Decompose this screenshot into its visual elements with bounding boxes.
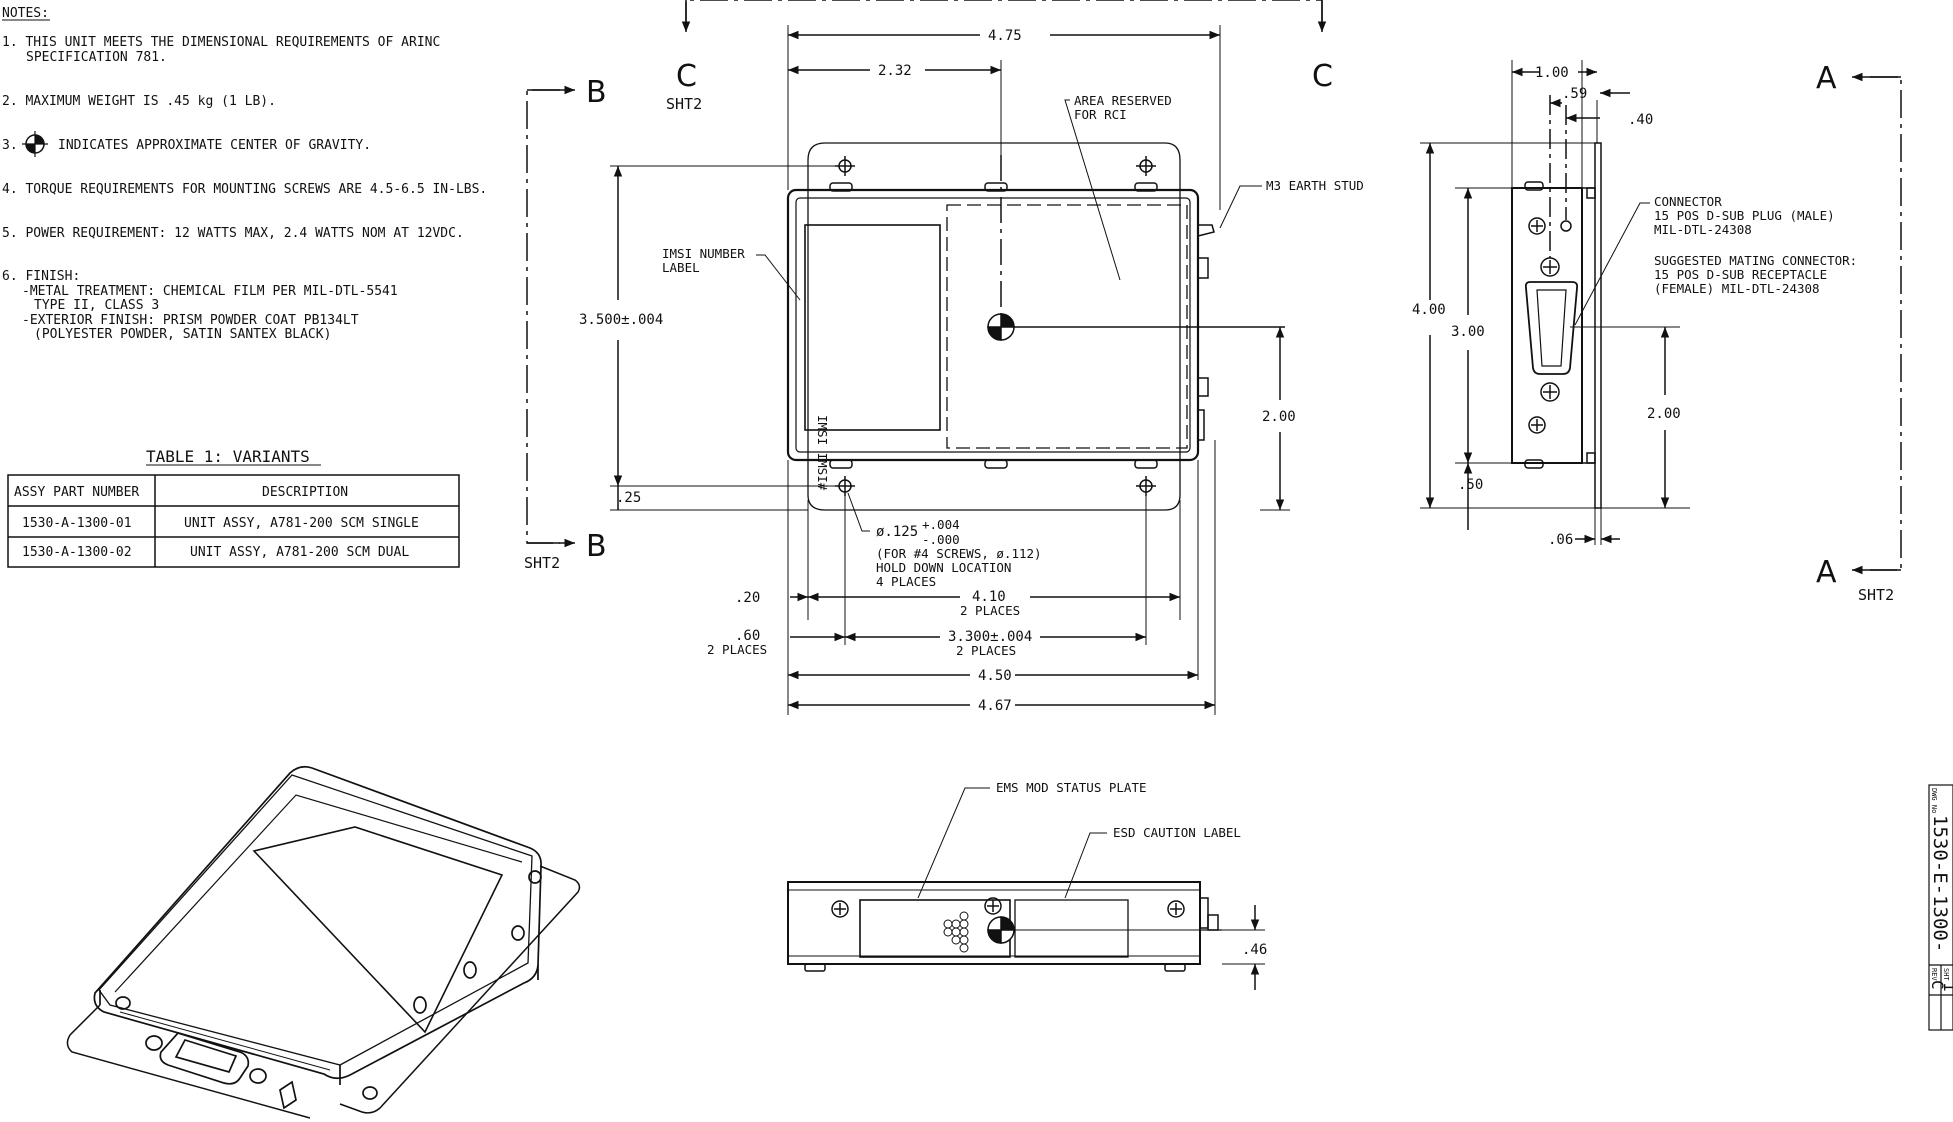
callout-mating-1: SUGGESTED MATING CONNECTOR: xyxy=(1654,253,1857,268)
dwg-label: DWG No xyxy=(1930,788,1938,813)
note-4: 4. TORQUE REQUIREMENTS FOR MOUNTING SCRE… xyxy=(2,182,487,197)
drawing-number: 1530-E-1300- xyxy=(1929,815,1951,952)
variants-table: TABLE 1: VARIANTS ASSY PART NUMBER DESCR… xyxy=(7,447,460,568)
callout-mating-3: (FEMALE) MIL-DTL-24308 xyxy=(1654,281,1820,296)
dim-025: .25 xyxy=(616,490,641,506)
dim-450: 4.50 xyxy=(978,668,1012,684)
table-row-2-part: 1530-A-1300-02 xyxy=(22,545,132,560)
section-b-top: B xyxy=(586,75,607,110)
callout-connector-2: 15 POS D-SUB PLUG (MALE) xyxy=(1654,208,1835,223)
table-row-1-part: 1530-A-1300-01 xyxy=(22,516,132,531)
note-2: 2. MAXIMUM WEIGHT IS .45 kg (1 LB). xyxy=(2,94,276,109)
section-b-sheet: SHT2 xyxy=(524,554,560,572)
center-of-gravity-icon xyxy=(987,313,1015,341)
isometric-connector-icon xyxy=(145,1032,267,1085)
dim-410: 4.10 xyxy=(972,589,1006,605)
revision: C xyxy=(1928,980,1947,990)
dim-059: .59 xyxy=(1562,86,1587,102)
note-1: 1. THIS UNIT MEETS THE DIMENSIONAL REQUI… xyxy=(2,35,440,50)
dim-3300-note: 2 PLACES xyxy=(956,643,1016,658)
section-a-top: A xyxy=(1816,61,1837,96)
callout-ems-plate: EMS MOD STATUS PLATE xyxy=(996,780,1147,795)
top-view: 4.75 2.32 3.500±.004 2.00 .25 .20 .60 2 … xyxy=(579,25,1364,715)
section-c-marker: C C SHT2 xyxy=(666,0,1333,113)
section-c-right: C xyxy=(1312,59,1333,94)
d-sub-connector-icon xyxy=(1524,281,1579,375)
section-b-bottom: B xyxy=(586,529,607,564)
dim-232: 2.32 xyxy=(878,63,912,79)
callout-hole-note-3: 4 PLACES xyxy=(876,574,936,589)
note-1b: SPECIFICATION 781. xyxy=(26,50,167,65)
section-c-left: C xyxy=(676,59,697,94)
title-block: DWG No 1530-E-1300- REV C SHT 1 xyxy=(1928,784,1953,1031)
section-a-bottom: A xyxy=(1816,555,1837,590)
screw-icon xyxy=(1528,217,1572,434)
cg-symbol-icon xyxy=(22,131,48,157)
dim-020: .20 xyxy=(735,590,760,606)
callout-hole-tol-minus: -.000 xyxy=(922,532,960,547)
dim-046: .46 xyxy=(1242,942,1267,958)
screw-icon xyxy=(831,897,1185,918)
note-6b: TYPE II, CLASS 3 xyxy=(34,298,159,313)
note-6a: -METAL TREATMENT: CHEMICAL FILM PER MIL-… xyxy=(22,284,398,299)
table-row-2-desc: UNIT ASSY, A781-200 SCM DUAL xyxy=(190,545,409,560)
mod-status-dots-icon xyxy=(943,911,969,953)
table-header-desc: DESCRIPTION xyxy=(262,485,348,500)
sht-label: SHT xyxy=(1942,968,1950,981)
dim-3500: 3.500±.004 xyxy=(579,312,663,328)
notes-block: NOTES: 1. THIS UNIT MEETS THE DIMENSIONA… xyxy=(2,6,487,342)
rev-label: REV xyxy=(1930,968,1938,981)
dim-060: .60 xyxy=(735,628,760,644)
section-a-sheet: SHT2 xyxy=(1858,586,1894,604)
note-6: 6. FINISH: xyxy=(2,269,80,284)
dim-200-side: 2.00 xyxy=(1647,406,1681,422)
dim-475: 4.75 xyxy=(988,28,1022,44)
dim-050: .50 xyxy=(1458,477,1483,493)
dim-467: 4.67 xyxy=(978,698,1012,714)
callout-hole-note-1: (FOR #4 SCREWS, ø.112) xyxy=(876,546,1042,561)
callout-esd-label: ESD CAUTION LABEL xyxy=(1113,825,1241,840)
table-row-1-desc: UNIT ASSY, A781-200 SCM SINGLE xyxy=(184,516,419,531)
callout-imsi-2: LABEL xyxy=(662,260,700,275)
dim-200-top: 2.00 xyxy=(1262,409,1296,425)
sheet-number: 1 xyxy=(1940,982,1953,992)
center-of-gravity-icon xyxy=(987,916,1015,944)
isometric-view xyxy=(66,765,581,1119)
dim-006: .06 xyxy=(1548,532,1573,548)
dim-3300: 3.300±.004 xyxy=(948,629,1032,645)
dim-060-note: 2 PLACES xyxy=(707,642,767,657)
section-c-sheet: SHT2 xyxy=(666,95,702,113)
note-5: 5. POWER REQUIREMENT: 12 WATTS MAX, 2.4 … xyxy=(2,226,464,241)
callout-earth-stud: M3 EARTH STUD xyxy=(1266,178,1364,193)
callout-mating-2: 15 POS D-SUB RECEPTACLE xyxy=(1654,267,1827,282)
note-3-prefix: 3. xyxy=(2,138,18,153)
notes-heading: NOTES: xyxy=(2,6,49,21)
section-a-marker: A A SHT2 xyxy=(1816,61,1902,604)
front-view: EMS MOD STATUS PLATE ESD CAUTION LABEL .… xyxy=(787,780,1267,990)
dim-300: 3.00 xyxy=(1451,324,1485,340)
table-title: TABLE 1: VARIANTS xyxy=(146,447,310,466)
callout-hole-note-2: HOLD DOWN LOCATION xyxy=(876,560,1011,575)
note-3: INDICATES APPROXIMATE CENTER OF GRAVITY. xyxy=(58,138,371,153)
callout-imsi-1: IMSI NUMBER xyxy=(662,246,745,261)
callout-area-reserved-1: AREA RESERVED xyxy=(1074,93,1172,108)
section-b-marker: B B SHT2 xyxy=(524,75,607,572)
side-view: 1.00 .59 .40 4.00 3.00 2.00 .50 .06 CONN… xyxy=(1412,60,1857,548)
callout-connector-1: CONNECTOR xyxy=(1654,194,1722,209)
note-6d: (POLYESTER POWDER, SATIN SANTEX BLACK) xyxy=(34,327,331,342)
callout-hole-tol-plus: +.004 xyxy=(922,517,960,532)
table-header-part: ASSY PART NUMBER xyxy=(14,485,139,500)
imsi-label-text: IMSI IMSI# xyxy=(815,415,830,491)
dim-040: .40 xyxy=(1628,112,1653,128)
note-6c: -EXTERIOR FINISH: PRISM POWDER COAT PB13… xyxy=(22,313,359,328)
callout-area-reserved-2: FOR RCI xyxy=(1074,107,1127,122)
callout-hole-dia: ø.125 xyxy=(876,524,918,540)
callout-connector-3: MIL-DTL-24308 xyxy=(1654,222,1752,237)
dim-100: 1.00 xyxy=(1535,65,1569,81)
dim-410-note: 2 PLACES xyxy=(960,603,1020,618)
dim-400: 4.00 xyxy=(1412,302,1446,318)
